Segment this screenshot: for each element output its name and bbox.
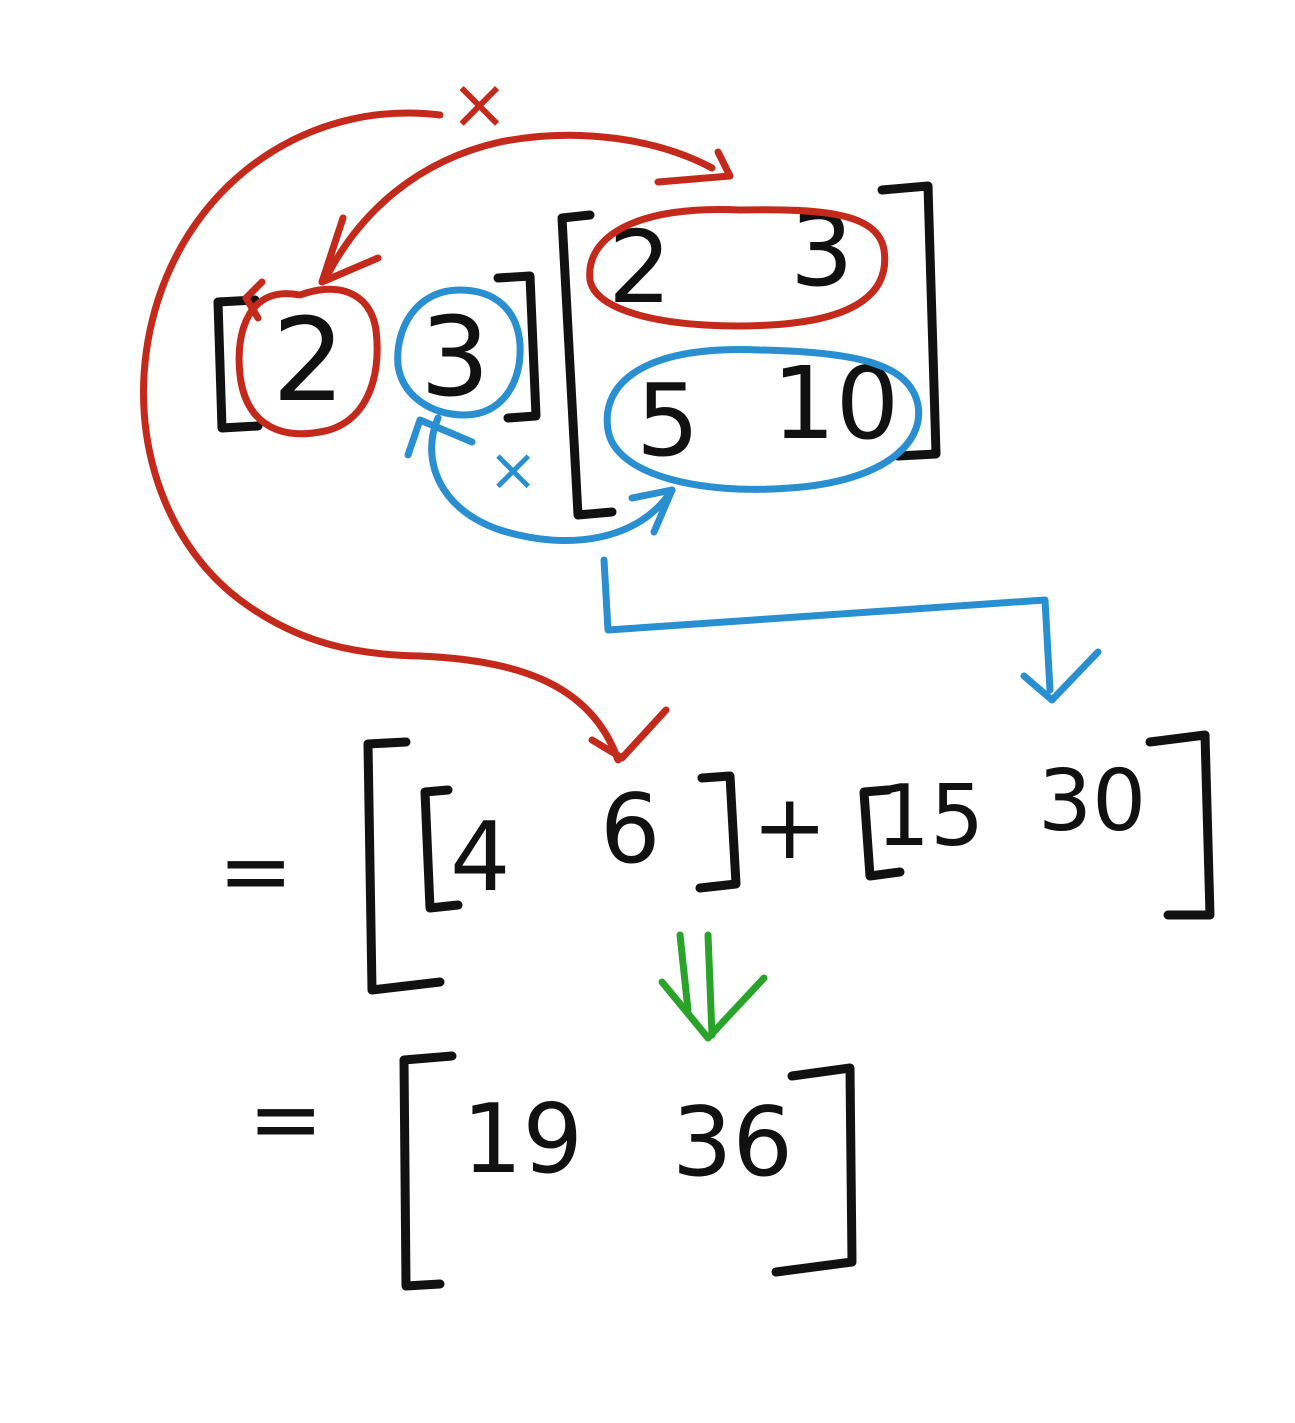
red-ellipse-matrix-row-1 bbox=[586, 205, 889, 330]
partial-1-entry-1: 4 bbox=[450, 803, 510, 913]
partial-1-entry-2: 6 bbox=[600, 775, 660, 885]
partial-products-line: = 4 6 + 15 30 bbox=[218, 730, 1215, 995]
green-arrow-shaft-left bbox=[676, 931, 692, 1014]
row-vector-entry-2: 3 bbox=[420, 293, 490, 421]
equals-sign-1: = bbox=[218, 819, 293, 924]
partial-2-entry-1: 15 bbox=[876, 767, 984, 866]
red-annotations: × bbox=[140, 63, 889, 764]
blue-multiply-mark: × bbox=[488, 435, 538, 505]
row-vector: 2 3 bbox=[213, 271, 541, 433]
partial-2-entry-2: 30 bbox=[1038, 752, 1146, 851]
matrix-right-bracket bbox=[877, 181, 941, 461]
red-outer-arc bbox=[140, 109, 622, 764]
result-line: = 19 36 bbox=[248, 1051, 857, 1291]
blue-arrowhead-down bbox=[1020, 648, 1102, 704]
red-arrowhead-right bbox=[654, 148, 734, 186]
partial-1-right-bracket bbox=[695, 771, 741, 893]
matrix-left-bracket bbox=[557, 210, 617, 520]
green-arrow-shaft-right bbox=[704, 931, 716, 1039]
blue-ellipse-matrix-row-2 bbox=[603, 346, 923, 493]
blue-circle-row-entry bbox=[394, 286, 524, 419]
red-circle-row-entry bbox=[235, 285, 381, 438]
red-arrowhead-down bbox=[588, 706, 670, 762]
equals-sign-2: = bbox=[248, 1067, 323, 1172]
blue-loop-arc bbox=[428, 414, 676, 545]
result-entry-1: 19 bbox=[462, 1085, 583, 1195]
result-left-bracket bbox=[399, 1051, 457, 1291]
result-entry-2: 36 bbox=[672, 1088, 793, 1198]
blue-elbow-line bbox=[600, 556, 1054, 694]
red-arrowhead-left bbox=[318, 214, 382, 286]
blue-annotations: × bbox=[394, 286, 1102, 704]
blue-arrowhead-up-right bbox=[628, 486, 676, 536]
outer-right-bracket bbox=[1145, 730, 1215, 920]
blue-arrowhead-up-left bbox=[404, 416, 476, 459]
green-double-arrow bbox=[658, 931, 768, 1042]
partial-1-left-bracket bbox=[420, 785, 463, 913]
red-corner-arrowhead bbox=[242, 278, 266, 322]
row-vector-right-bracket bbox=[493, 271, 541, 423]
row-vector-left-bracket bbox=[213, 295, 263, 433]
red-multiply-mark: × bbox=[450, 63, 509, 145]
matrix-entry-2-1: 5 bbox=[636, 362, 700, 479]
partial-2-left-bracket bbox=[859, 785, 905, 881]
row-vector-entry-1: 2 bbox=[272, 294, 345, 428]
result-right-bracket bbox=[771, 1063, 857, 1277]
plus-sign: + bbox=[752, 775, 827, 880]
green-arrow-head bbox=[658, 974, 768, 1042]
red-top-arc bbox=[321, 131, 716, 284]
outer-left-bracket bbox=[363, 737, 445, 995]
